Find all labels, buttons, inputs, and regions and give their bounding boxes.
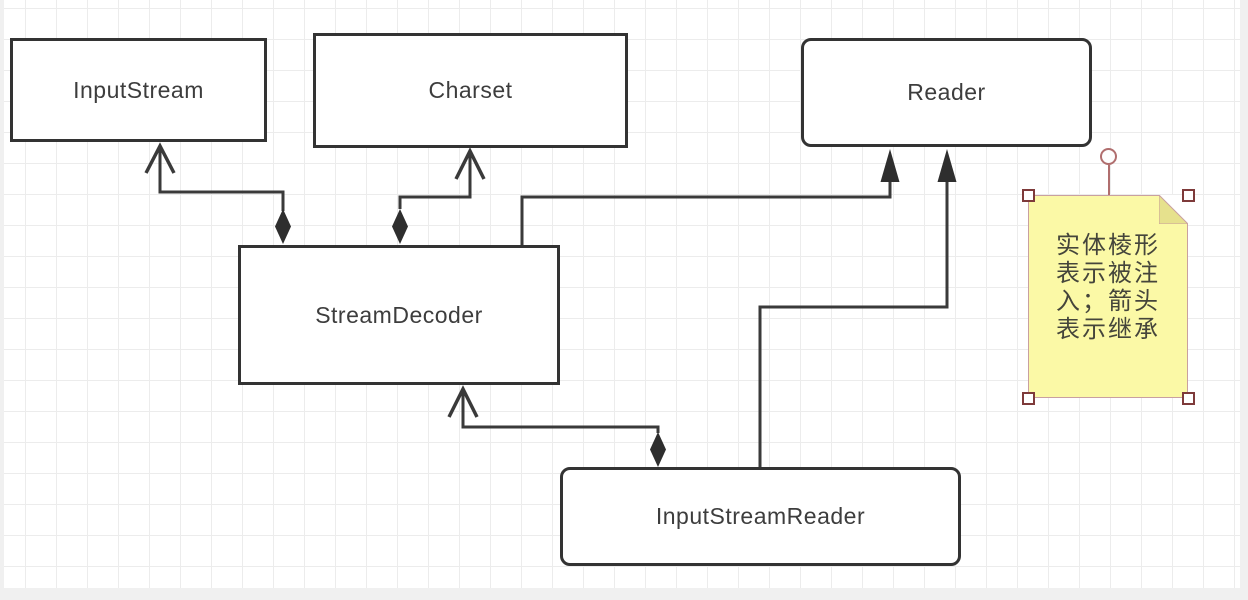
- note-fold-icon: [1159, 195, 1188, 224]
- edge-streamdecoder-inputstream[interactable]: [144, 142, 291, 244]
- selection-handle-bottom-right[interactable]: [1182, 392, 1195, 405]
- diamond-injection-icon: [275, 209, 291, 244]
- node-charset-label: Charset: [428, 77, 513, 103]
- open-arrowhead-icon: [447, 385, 479, 418]
- diamond-injection-icon: [392, 209, 408, 244]
- note-text: 实体棱形 表示被注 入；箭头 表示继承: [1029, 232, 1187, 344]
- sticky-note[interactable]: 实体棱形 表示被注 入；箭头 表示继承: [1028, 195, 1188, 398]
- diamond-injection-icon: [650, 432, 666, 467]
- edge-inputstreamreader-reader[interactable]: [758, 149, 957, 467]
- node-reader-label: Reader: [907, 79, 986, 105]
- note-text-line: 实体棱形: [1056, 232, 1160, 259]
- node-inputstreamreader-label: InputStreamReader: [655, 503, 866, 529]
- node-charset[interactable]: Charset: [313, 33, 628, 148]
- note-connector-pin-icon[interactable]: [1100, 148, 1117, 165]
- edge-path[interactable]: [158, 147, 285, 211]
- edge-path[interactable]: [758, 181, 949, 467]
- edge-streamdecoder-charset[interactable]: [392, 147, 486, 244]
- node-inputstreamreader[interactable]: InputStreamReader: [560, 467, 961, 566]
- selection-handle-bottom-left[interactable]: [1022, 392, 1035, 405]
- open-arrowhead-icon: [144, 142, 176, 174]
- note-text-line: 表示继承: [1056, 316, 1160, 343]
- node-streamdecoder-label: StreamDecoder: [315, 301, 483, 328]
- edge-path[interactable]: [398, 152, 472, 209]
- solid-arrowhead-icon: [880, 149, 900, 182]
- solid-arrowhead-icon: [937, 149, 957, 182]
- selection-handle-top-left[interactable]: [1022, 189, 1035, 202]
- edge-streamdecoder-reader[interactable]: [520, 149, 900, 245]
- note-connector-stem: [1108, 165, 1110, 195]
- edge-path[interactable]: [461, 390, 660, 433]
- note-text-line: 入；箭头: [1056, 288, 1160, 315]
- note-text-line: 表示被注: [1056, 260, 1160, 287]
- selection-handle-top-right[interactable]: [1182, 189, 1195, 202]
- edge-inputstreamreader-streamdecoder[interactable]: [447, 385, 666, 467]
- open-arrowhead-icon: [454, 147, 486, 180]
- node-reader[interactable]: Reader: [801, 38, 1092, 147]
- node-streamdecoder[interactable]: StreamDecoder: [238, 245, 560, 385]
- node-inputstream[interactable]: InputStream: [10, 38, 267, 142]
- node-inputstream-label: InputStream: [73, 76, 204, 103]
- edge-path[interactable]: [520, 181, 892, 245]
